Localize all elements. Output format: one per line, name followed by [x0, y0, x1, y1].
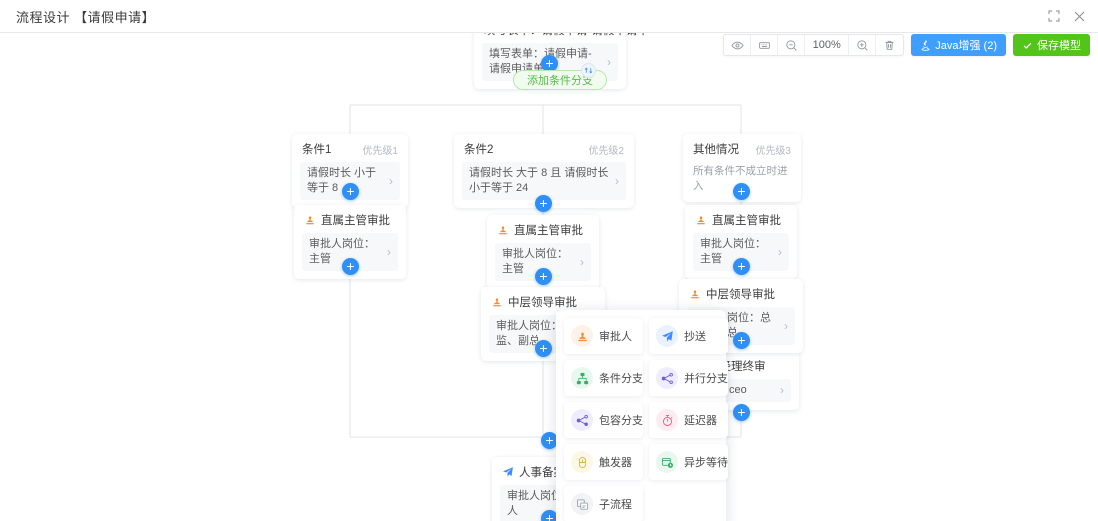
chevron-right-icon: ›	[784, 318, 788, 333]
parallel-icon	[656, 367, 678, 389]
chevron-right-icon: ›	[389, 173, 393, 188]
add-node-button-c3[interactable]: +	[733, 332, 750, 349]
flow-canvas[interactable]: 填写表单：请假申请-请假申请单 填写表单：请假申请-请假申请单 › + 添加条件…	[0, 33, 1098, 521]
add-node-button-c4[interactable]: +	[733, 404, 750, 421]
window-header: 流程设计 【请假申请】	[0, 0, 1098, 33]
send-icon	[656, 325, 678, 347]
condition-expression[interactable]: 请假时长 大于 8 且 请假时长 小于等于 24 ›	[462, 162, 626, 200]
condition-priority: 优先级3	[755, 145, 791, 157]
java-enhance-button[interactable]: Java增强 (2)	[911, 34, 1006, 56]
popup-item-subprocess[interactable]: 子流程	[564, 486, 643, 521]
stamp-icon	[304, 214, 316, 226]
popup-item-timer[interactable]: 延迟器	[649, 402, 728, 438]
stamp-icon	[695, 214, 707, 226]
add-node-button-end[interactable]: +	[541, 510, 558, 521]
mouse-icon	[571, 451, 593, 473]
add-node-button-c2[interactable]: +	[733, 258, 750, 275]
page-title: 流程设计 【请假申请】	[16, 9, 156, 25]
condition-title: 条件1	[302, 144, 332, 156]
chevron-right-icon: ›	[580, 254, 584, 269]
condition-icon	[571, 367, 593, 389]
condition-description: 所有条件不成立时进入	[693, 165, 788, 192]
add-node-button-a2[interactable]: +	[342, 258, 359, 275]
condition-header: 其他情况 优先级3	[683, 134, 801, 160]
condition-title: 条件2	[464, 144, 494, 156]
node-direct-manager-approval-c[interactable]: 直属主管审批 审批人岗位：主管 ›	[685, 205, 797, 279]
popup-item-condition-branch[interactable]: 条件分支	[564, 360, 643, 396]
node-title: 直属主管审批	[487, 215, 599, 241]
stamp-icon	[491, 296, 503, 308]
node-title: 填写表单：请假申请-请假申请单	[474, 33, 649, 41]
node-title: 直属主管审批	[685, 205, 797, 231]
popup-item-cc[interactable]: 抄送	[649, 318, 728, 354]
condition-priority: 优先级2	[588, 145, 624, 157]
popup-item-label: 异步等待	[684, 457, 728, 469]
popup-item-label: 抄送	[684, 331, 706, 343]
popup-item-approver[interactable]: 审批人	[564, 318, 643, 354]
window-controls	[1047, 10, 1098, 23]
node-title: 中层领导审批	[679, 279, 803, 305]
popup-item-label: 延迟器	[684, 415, 717, 427]
node-title: 中层领导审批	[481, 287, 605, 313]
popup-item-async-wait[interactable]: 异步等待	[649, 444, 728, 480]
expand-icon[interactable]	[1047, 10, 1060, 23]
popup-item-label: 条件分支	[599, 373, 643, 385]
chevron-right-icon: ›	[387, 244, 391, 259]
stamp-icon	[571, 325, 593, 347]
node-title: 人事备案	[492, 457, 606, 483]
fit-screen-icon[interactable]	[751, 35, 779, 55]
add-node-button-branch-1[interactable]: +	[342, 183, 359, 200]
trash-icon[interactable]	[876, 35, 903, 55]
chevron-right-icon: ›	[607, 54, 611, 69]
zoom-in-icon[interactable]	[849, 35, 877, 55]
node-title: 直属主管审批	[294, 205, 406, 231]
timer-icon	[656, 409, 678, 431]
stamp-icon	[497, 224, 509, 236]
check-icon	[1022, 40, 1033, 51]
close-icon[interactable]	[1073, 10, 1086, 23]
add-node-button-b3[interactable]: +	[535, 340, 552, 357]
canvas-toolbar: 100% Java增强 (2)	[723, 34, 1090, 56]
add-node-button-root[interactable]: +	[541, 55, 558, 72]
chevron-right-icon: ›	[778, 244, 782, 259]
popup-item-label: 子流程	[599, 499, 632, 511]
save-model-label: 保存模型	[1037, 40, 1081, 52]
popup-item-trigger[interactable]: 触发器	[564, 444, 643, 480]
eye-icon[interactable]	[724, 35, 752, 55]
chevron-right-icon: ›	[615, 173, 619, 188]
node-detail[interactable]: 审批人岗位：主管 ›	[302, 233, 398, 271]
condition-priority: 优先级1	[362, 145, 398, 157]
save-model-button[interactable]: 保存模型	[1013, 34, 1090, 56]
async-wait-icon	[656, 451, 678, 473]
add-node-button-branch-2[interactable]: +	[535, 195, 552, 212]
sort-branch-icon[interactable]	[581, 63, 596, 78]
java-icon	[920, 39, 931, 51]
zoom-level[interactable]: 100%	[805, 35, 850, 55]
inclusive-icon	[571, 409, 593, 431]
node-type-popup-menu: 审批人 抄送 条件	[556, 310, 728, 521]
popup-item-label: 并行分支	[684, 373, 728, 385]
zoom-out-icon[interactable]	[778, 35, 806, 55]
popup-item-label: 触发器	[599, 457, 632, 469]
add-node-button-branch-3[interactable]: +	[733, 183, 750, 200]
subprocess-icon	[571, 493, 593, 515]
popup-item-label: 包容分支	[599, 415, 643, 427]
condition-title: 其他情况	[693, 144, 739, 156]
popup-item-inclusive-branch[interactable]: 包容分支	[564, 402, 643, 438]
java-enhance-label: Java增强 (2)	[935, 40, 997, 52]
node-detail[interactable]: 审批人岗位：主管 ›	[495, 243, 591, 281]
condition-header: 条件1 优先级1	[292, 134, 408, 160]
stamp-icon	[689, 288, 701, 300]
popup-item-label: 审批人	[599, 331, 632, 343]
send-icon	[502, 466, 514, 478]
condition-header: 条件2 优先级2	[454, 134, 634, 160]
add-node-button-b2[interactable]: +	[535, 268, 552, 285]
toolbar-icon-group: 100%	[723, 34, 905, 56]
chevron-right-icon: ›	[780, 383, 784, 397]
popup-item-parallel-branch[interactable]: 并行分支	[649, 360, 728, 396]
add-node-button-merge[interactable]: +	[541, 432, 558, 449]
